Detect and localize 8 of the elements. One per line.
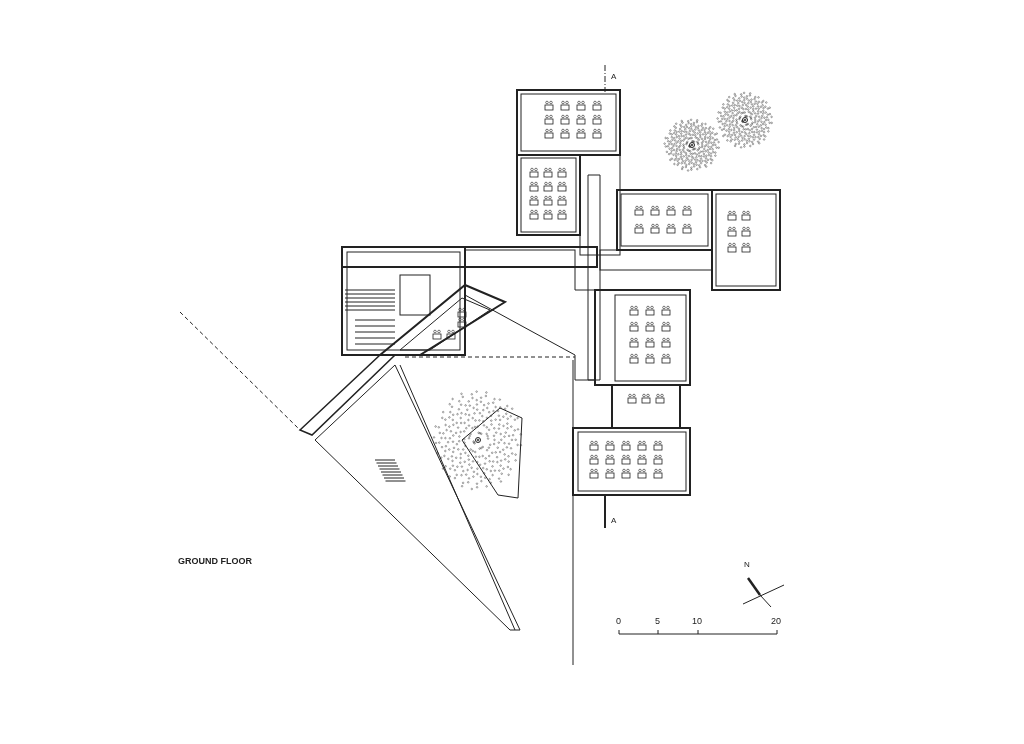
scale-label: 20 [771, 617, 781, 626]
drawing-title: GROUND FLOOR [178, 557, 252, 566]
scale-label: 10 [692, 617, 702, 626]
scale-label: 5 [655, 617, 660, 626]
scale-label: 0 [616, 617, 621, 626]
section-label: A [611, 517, 617, 525]
section-label: A [611, 73, 617, 81]
north-label: N [744, 561, 750, 569]
